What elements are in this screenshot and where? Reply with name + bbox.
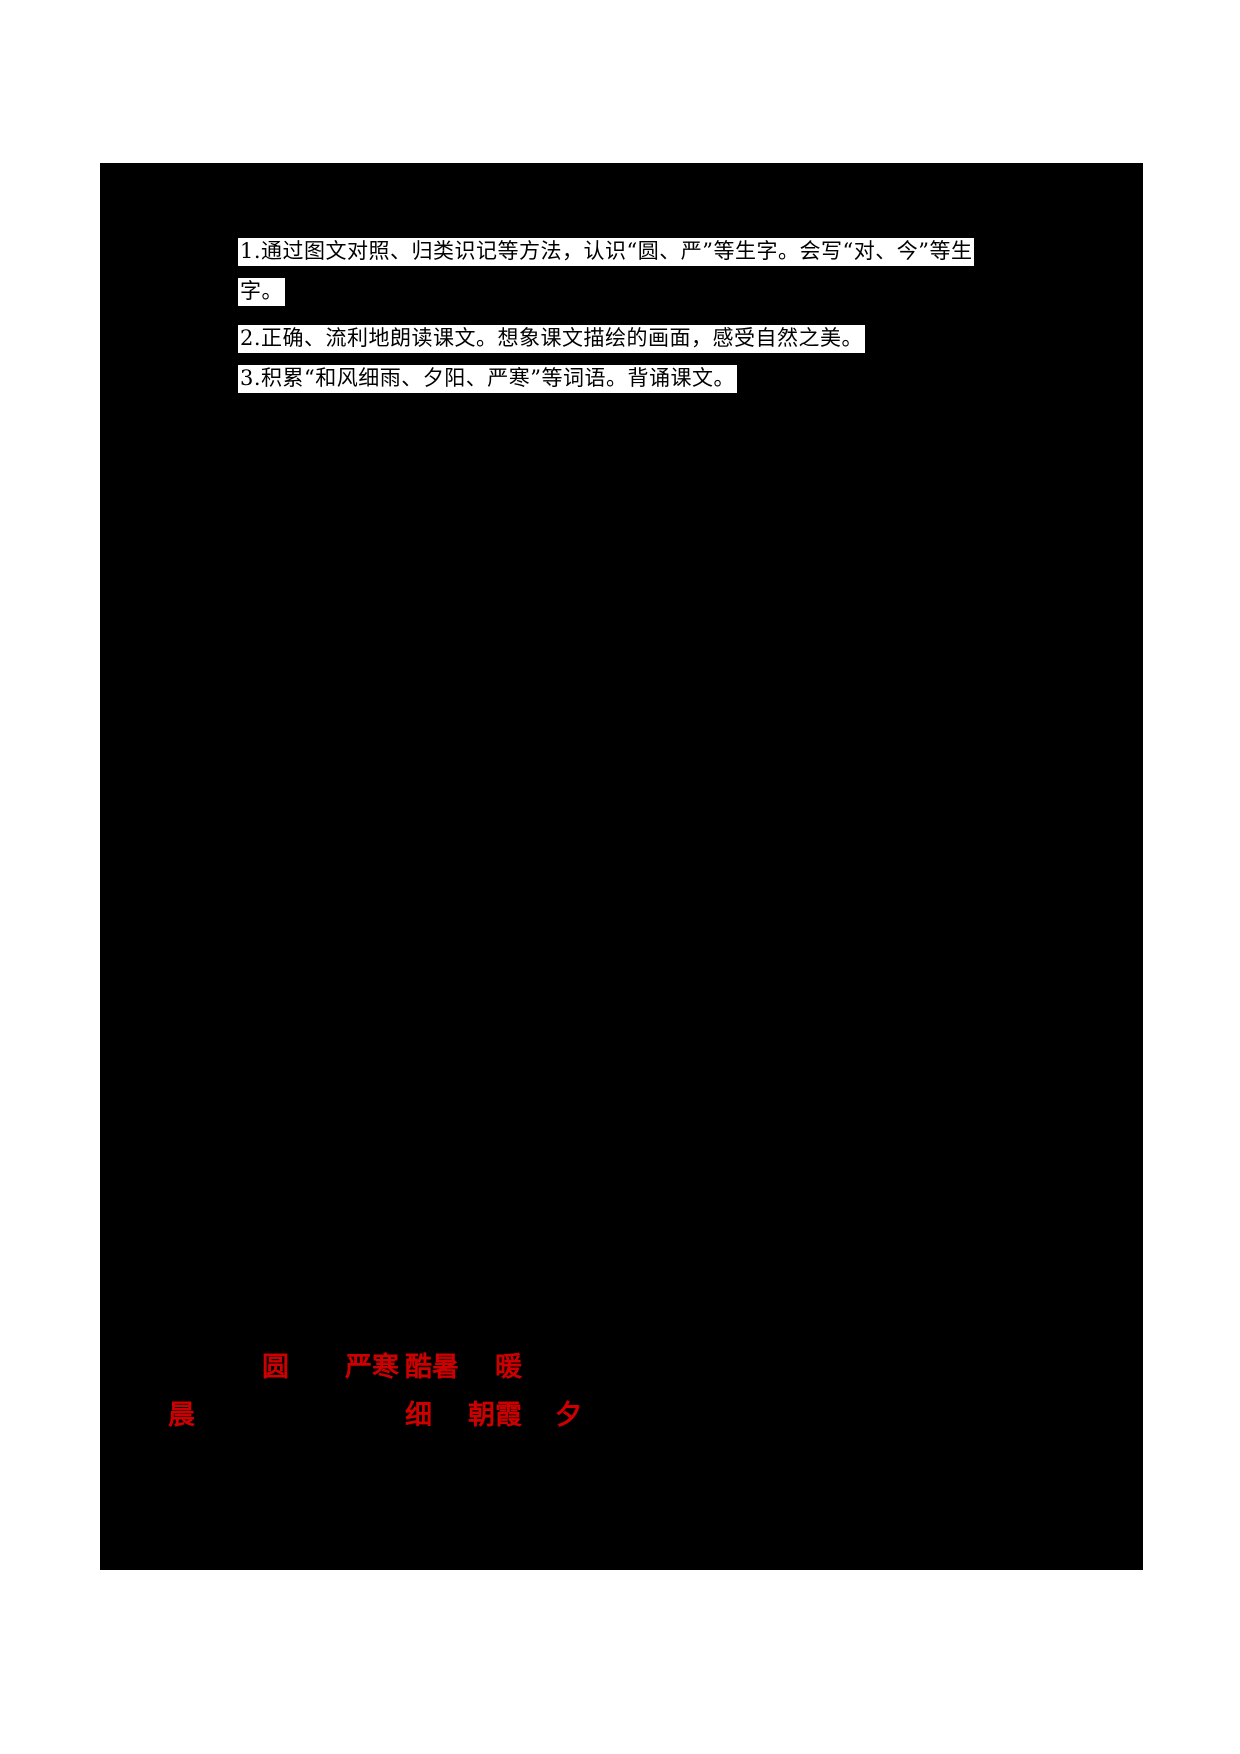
objective-spacer xyxy=(238,311,1118,318)
objective-line-2-text: 字。 xyxy=(238,278,285,306)
objective-line-1-text: 1.通过图文对照、归类识记等方法，认识“圆、严”等生字。会写“对、今”等生 xyxy=(238,238,975,266)
vocab-row: 圆 严寒 酷暑 暖 xyxy=(100,1345,1143,1393)
objective-line-2: 字。 xyxy=(238,271,1118,311)
objective-line-4-text: 3.积累“和风细雨、夕阳、严寒”等词语。背诵课文。 xyxy=(238,365,738,393)
vocab-cell: 夕 xyxy=(555,1400,582,1431)
vocab-cell: 朝霞 xyxy=(468,1400,522,1431)
document-page: 1.通过图文对照、归类识记等方法，认识“圆、严”等生字。会写“对、今”等生 字。… xyxy=(100,163,1143,1570)
objective-line-1: 1.通过图文对照、归类识记等方法，认识“圆、严”等生字。会写“对、今”等生 xyxy=(238,231,1118,271)
vocab-cell: 暖 xyxy=(495,1352,522,1383)
objective-line-4: 3.积累“和风细雨、夕阳、严寒”等词语。背诵课文。 xyxy=(238,358,1118,398)
vocabulary-annotation-grid: 圆 严寒 酷暑 暖 晨 细 朝霞 夕 xyxy=(100,1345,1143,1441)
objective-line-3-text: 2.正确、流利地朗读课文。想象课文描绘的画面，感受自然之美。 xyxy=(238,325,866,353)
vocab-cell: 细 xyxy=(405,1400,432,1431)
vocab-cell: 酷暑 xyxy=(405,1352,459,1383)
vocab-cell: 严寒 xyxy=(345,1352,399,1383)
objective-line-3: 2.正确、流利地朗读课文。想象课文描绘的画面，感受自然之美。 xyxy=(238,318,1118,358)
vocab-row: 晨 细 朝霞 夕 xyxy=(100,1393,1143,1441)
vocab-cell: 圆 xyxy=(262,1352,289,1383)
learning-objectives-block: 1.通过图文对照、归类识记等方法，认识“圆、严”等生字。会写“对、今”等生 字。… xyxy=(238,231,1118,398)
vocab-cell: 晨 xyxy=(168,1400,195,1431)
